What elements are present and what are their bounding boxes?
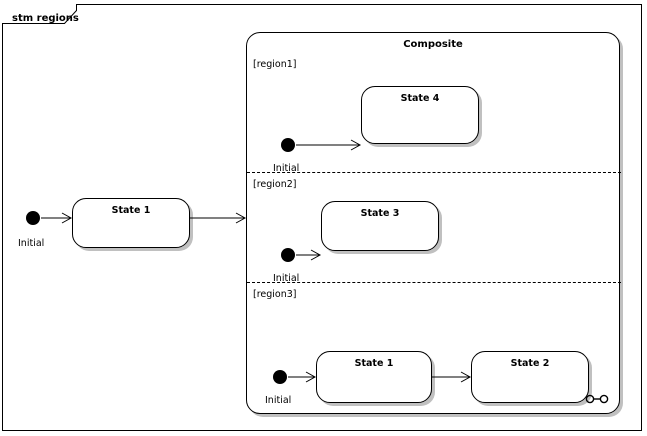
- state-label: State 1: [111, 205, 151, 216]
- composite-state-title: Composite: [403, 39, 463, 50]
- initial-pseudostate-region2[interactable]: [281, 248, 295, 262]
- transition-initial-to-state4: [296, 139, 362, 151]
- state-label: State 3: [360, 208, 400, 219]
- diagram-frame-label: stm regions: [12, 13, 79, 24]
- state-region3-state2[interactable]: State 2: [471, 351, 589, 403]
- state-label: State 1: [354, 358, 394, 369]
- region-label-region3: [region3]: [253, 289, 297, 300]
- frame-tab-pentagon-icon: [2, 4, 77, 24]
- transition-state1-to-state2-region3: [432, 371, 472, 383]
- initial-label-region2: Initial: [273, 273, 300, 284]
- region-label-region2: [region2]: [253, 179, 297, 190]
- initial-pseudostate-region1[interactable]: [281, 138, 295, 152]
- state-label: State 2: [510, 358, 550, 369]
- state-top-state1[interactable]: State 1: [72, 198, 190, 248]
- composite-state[interactable]: Composite [region1] Initial State 4 [reg…: [246, 32, 621, 414]
- initial-pseudostate-region3[interactable]: [273, 370, 287, 384]
- initial-label-top: Initial: [18, 238, 45, 249]
- transition-initial-to-state3: [296, 249, 322, 261]
- diagram-frame: [2, 4, 642, 431]
- state-region1-state4[interactable]: State 4: [361, 86, 479, 144]
- transition-initial-to-state1-region3: [288, 371, 317, 383]
- region-separator-2: [247, 282, 621, 283]
- initial-label-region1: Initial: [273, 163, 300, 174]
- state-region3-state1[interactable]: State 1: [316, 351, 432, 403]
- state-region2-state3[interactable]: State 3: [321, 201, 439, 251]
- region-separator-1: [247, 172, 621, 173]
- composite-state-icon: [585, 394, 609, 404]
- initial-pseudostate-top[interactable]: [26, 211, 40, 225]
- initial-label-region3: Initial: [265, 395, 292, 406]
- state-label: State 4: [400, 93, 440, 104]
- diagram-frame-tab: stm regions: [2, 4, 79, 24]
- region-label-region1: [region1]: [253, 59, 297, 70]
